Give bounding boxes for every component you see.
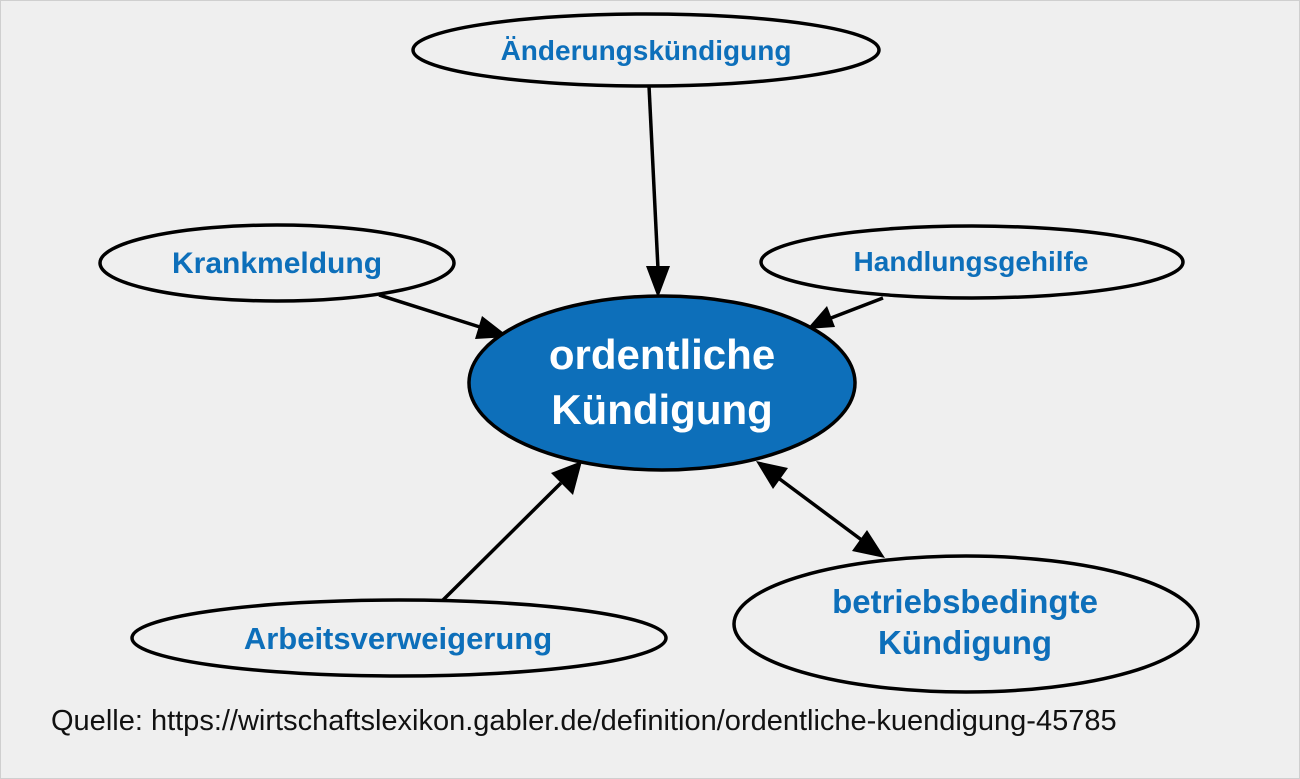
arrowhead-aenderungskuendigung (646, 266, 670, 298)
node-betriebsbedingte-kuendigung[interactable]: betriebsbedingte Kündigung (732, 554, 1200, 694)
edge-arbeitsverweigerung-to-center (439, 481, 563, 604)
arrowhead-betriebsbedingte-side (852, 530, 885, 558)
edges (378, 85, 885, 604)
arrowhead-handlungsgehilfe (807, 306, 835, 329)
node-handlungsgehilfe[interactable]: Handlungsgehilfe (759, 224, 1185, 300)
node-arbeitsverweigerung[interactable]: Arbeitsverweigerung (130, 598, 668, 678)
edge-krankmeldung-to-center (378, 293, 484, 330)
node-label-arbeitsverweigerung: Arbeitsverweigerung (244, 621, 552, 656)
edge-aenderungskuendigung-to-center (647, 85, 660, 270)
node-krankmeldung[interactable]: Krankmeldung (98, 223, 456, 303)
node-label-aenderungskuendigung: Änderungskündigung (501, 35, 792, 66)
node-label-betriebsbedingte-line1: betriebsbedingte (832, 583, 1098, 620)
center-node-label-line2: Kündigung (551, 386, 773, 433)
edge-center-to-betriebsbedingte (775, 475, 865, 543)
center-node-ordentliche-kuendigung[interactable]: ordentliche Kündigung (467, 294, 857, 472)
concept-map: Änderungskündigung Krankmeldung Handlung… (98, 12, 1200, 694)
node-label-betriebsbedingte-line2: Kündigung (878, 624, 1052, 661)
source-caption: Quelle: https://wirtschaftslexikon.gable… (51, 705, 1117, 737)
arrowhead-arbeitsverweigerung (551, 461, 582, 495)
center-node-label-line1: ordentliche (549, 331, 775, 378)
arrowhead-center-side (756, 461, 788, 489)
node-label-krankmeldung: Krankmeldung (172, 247, 382, 280)
node-aenderungskuendigung[interactable]: Änderungskündigung (411, 12, 881, 88)
node-label-handlungsgehilfe: Handlungsgehilfe (854, 246, 1089, 277)
edge-handlungsgehilfe-to-center (830, 296, 884, 320)
